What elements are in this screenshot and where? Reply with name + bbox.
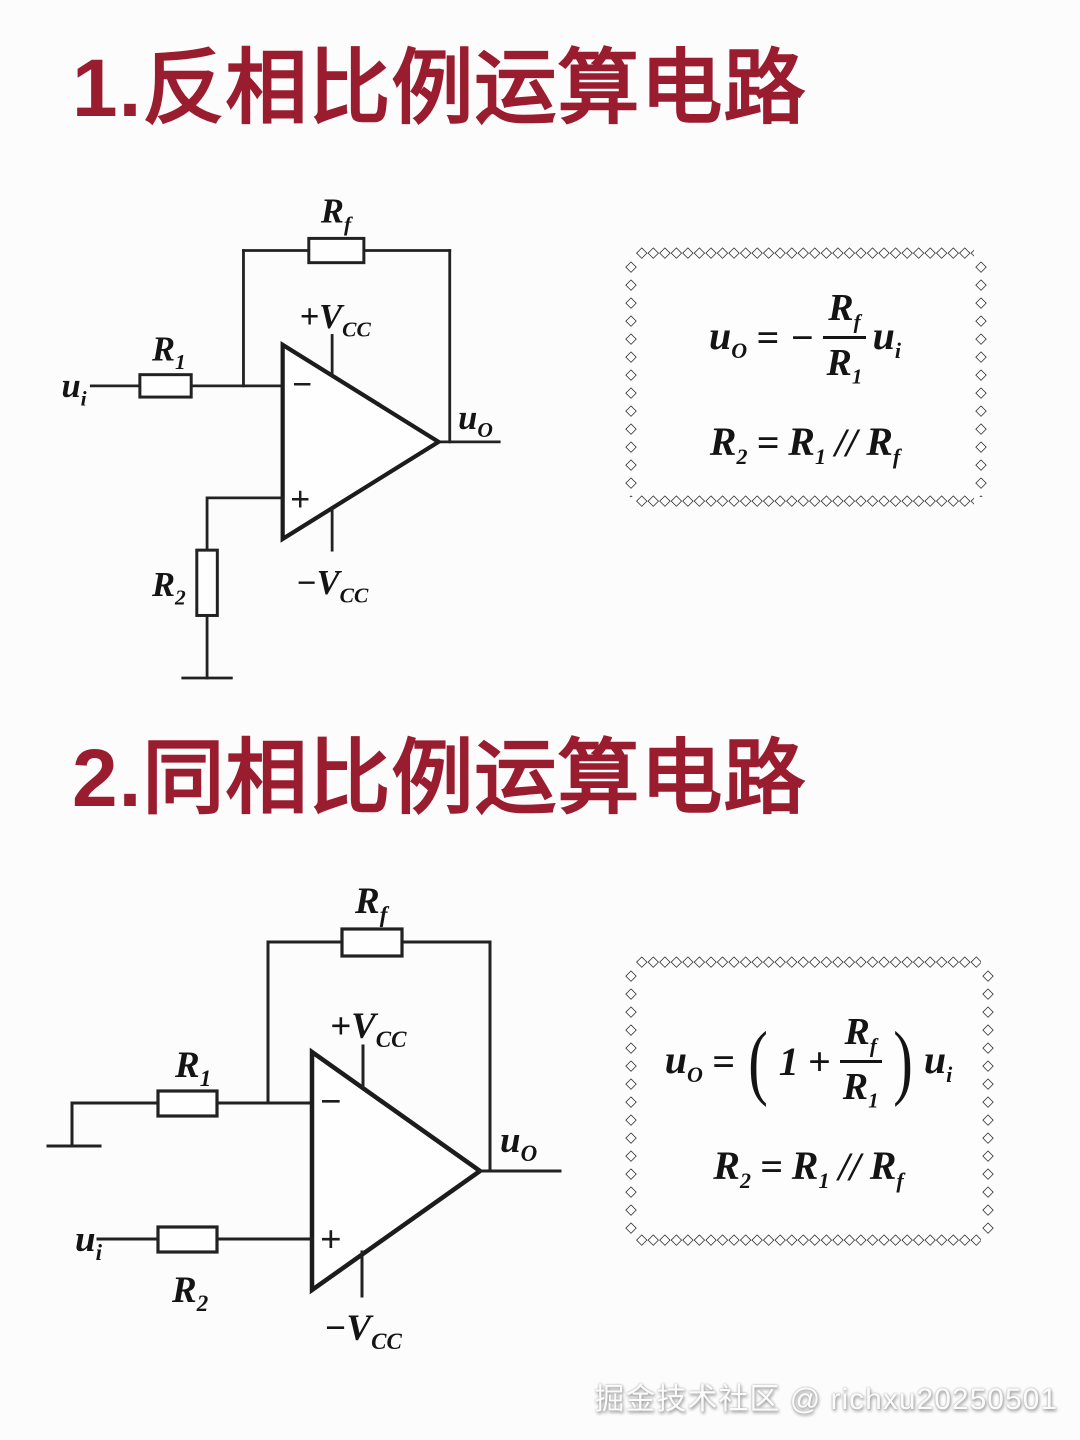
r2-label: R2: [171, 1270, 208, 1316]
section1-title: 1.反相比例运算电路: [72, 43, 807, 134]
noninverting-wire: [205, 496, 285, 552]
vcc-negative-label: −VCC: [296, 564, 369, 607]
r2-resistor: [156, 1225, 219, 1254]
noninverting-input-mark: +: [290, 479, 310, 519]
section2-circuit-diagram: Rf R1 +VCC −VCC uO ui R2 − +: [46, 881, 562, 1354]
section2-formulas: uO = ( 1 + Rf R1 ) ui R2 = R1 // Rf: [646, 978, 971, 1224]
opamp-triangle: [280, 341, 443, 543]
ui-label: ui: [61, 367, 86, 410]
vcc-positive-label: +VCC: [330, 1006, 407, 1052]
chain-border-bottom: ◇◇◇◇◇◇◇◇◇◇◇◇◇◇◇◇◇◇◇◇◇◇◇◇◇◇◇◇◇◇◇◇◇◇◇◇◇◇◇◇: [636, 1232, 981, 1248]
rf-resistor: [307, 236, 366, 265]
r1-resistor: [156, 1089, 219, 1118]
vcc-negative-label: −VCC: [324, 1308, 402, 1354]
r1-resistor: [138, 373, 193, 399]
chain-border-top: ◇◇◇◇◇◇◇◇◇◇◇◇◇◇◇◇◇◇◇◇◇◇◇◇◇◇◇◇◇◇◇◇◇◇◇◇◇◇◇◇: [636, 245, 974, 261]
uo-label: uO: [458, 399, 493, 442]
section2-title: 2.同相比例运算电路: [72, 733, 807, 824]
r2-label: R2: [151, 566, 186, 609]
section1-formula-box: ◇◇◇◇◇◇◇◇◇◇◇◇◇◇◇◇◇◇◇◇◇◇◇◇◇◇◇◇◇◇◇◇◇◇◇◇◇◇◇◇…: [622, 245, 988, 508]
opamp-triangle: [309, 1047, 484, 1295]
watermark: 掘金技术社区 @ richxu20250501: [594, 1383, 1058, 1416]
r1-label: R1: [151, 331, 186, 374]
gain-formula: uO = − Rf R1 ui: [709, 286, 901, 389]
vcc-positive-label: +VCC: [299, 298, 371, 341]
ui-label: ui: [75, 1219, 103, 1265]
r2-resistor: [195, 548, 219, 617]
rf-label: Rf: [354, 881, 390, 927]
section1-circuit-diagram: ui R1 Rf +VCC −VCC uO R2 − +: [61, 193, 501, 680]
inverting-input-mark: −: [292, 364, 312, 404]
chain-border-right: ◇◇◇◇◇◇◇◇◇◇◇◇◇◇◇◇◇◇◇◇◇◇◇◇◇◇◇◇◇◇: [972, 257, 988, 497]
close-paren: ): [893, 1014, 913, 1108]
chain-border-top: ◇◇◇◇◇◇◇◇◇◇◇◇◇◇◇◇◇◇◇◇◇◇◇◇◇◇◇◇◇◇◇◇◇◇◇◇◇◇◇◇: [636, 954, 981, 970]
uo-label: uO: [500, 1120, 537, 1166]
section1-formulas: uO = − Rf R1 ui R2 = R1 // Rf: [646, 269, 964, 485]
r1-label: R1: [174, 1045, 211, 1091]
rf-label: Rf: [320, 193, 353, 236]
balance-resistor-formula: R2 = R1 // Rf: [713, 1142, 904, 1193]
rf-r1-fraction: Rf R1: [823, 287, 866, 388]
inverting-input-mark: −: [320, 1081, 342, 1123]
rf-resistor: [340, 927, 404, 958]
chain-border-bottom: ◇◇◇◇◇◇◇◇◇◇◇◇◇◇◇◇◇◇◇◇◇◇◇◇◇◇◇◇◇◇◇◇◇◇◇◇◇◇◇◇: [636, 493, 974, 509]
section2-formula-box: ◇◇◇◇◇◇◇◇◇◇◇◇◇◇◇◇◇◇◇◇◇◇◇◇◇◇◇◇◇◇◇◇◇◇◇◇◇◇◇◇…: [622, 954, 995, 1247]
chain-border-left: ◇◇◇◇◇◇◇◇◇◇◇◇◇◇◇◇◇◇◇◇◇◇◇◇◇◇◇◇◇◇: [622, 966, 638, 1236]
balance-resistor-formula: R2 = R1 // Rf: [709, 418, 901, 469]
open-paren: (: [747, 1014, 768, 1108]
rf-r1-fraction: Rf R1: [839, 1011, 882, 1112]
noninverting-input-mark: +: [320, 1219, 342, 1261]
chain-border-left: ◇◇◇◇◇◇◇◇◇◇◇◇◇◇◇◇◇◇◇◇◇◇◇◇◇◇◇◇◇◇: [622, 257, 638, 497]
gain-formula: uO = ( 1 + Rf R1 ) ui: [664, 1010, 953, 1113]
chain-border-right: ◇◇◇◇◇◇◇◇◇◇◇◇◇◇◇◇◇◇◇◇◇◇◇◇◇◇◇◇◇◇: [979, 966, 995, 1236]
